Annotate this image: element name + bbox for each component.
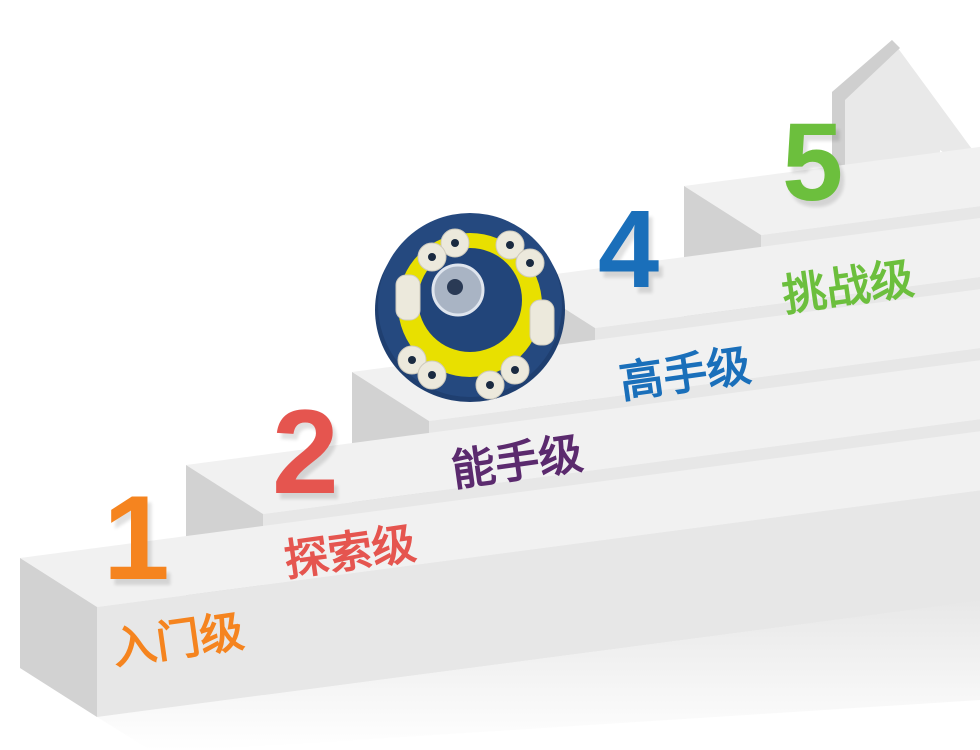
up-arrow-edge — [832, 40, 900, 175]
level-5-number: 5 — [782, 101, 844, 224]
step-5-top — [684, 146, 980, 235]
step-2-top — [186, 360, 980, 514]
level-1-number: 1 — [103, 471, 170, 605]
level-4-number: 4 — [598, 188, 660, 311]
step-1-side — [20, 558, 97, 717]
step-1-front — [97, 490, 980, 717]
step-4-top — [518, 218, 980, 328]
dog-puzzle-feeder-toy-icon — [375, 213, 565, 402]
floor-shadow — [97, 600, 980, 750]
level-2-number: 2 — [272, 385, 339, 519]
step-1-top — [20, 431, 980, 607]
